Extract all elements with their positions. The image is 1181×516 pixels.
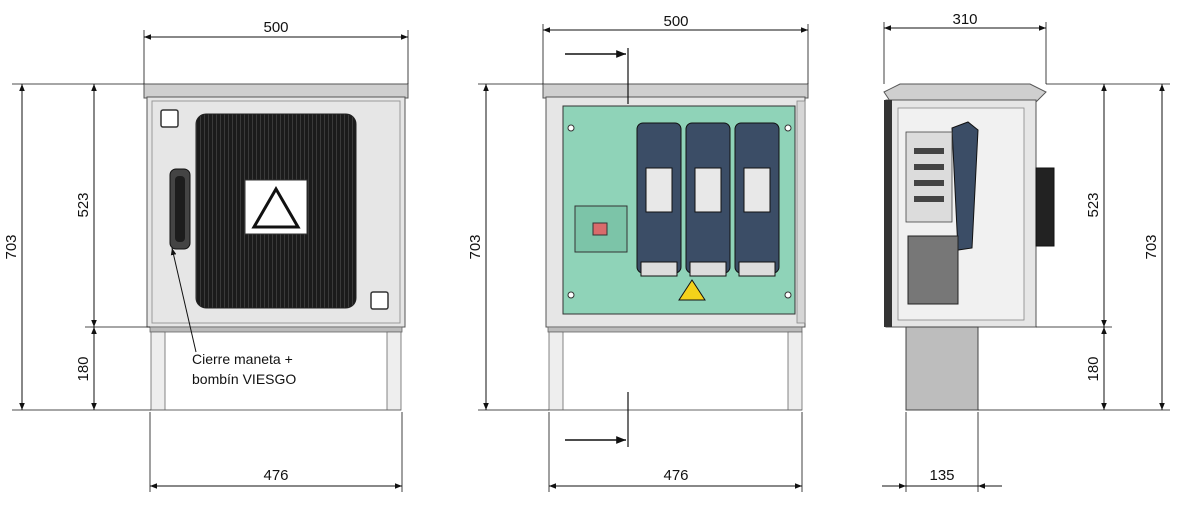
open-top-width-label: 500 [663, 13, 688, 30]
open-cabinet-lid [542, 83, 809, 99]
side-body-height-label: 523 [1085, 192, 1102, 217]
side-fuse-profile [951, 121, 979, 251]
front-bottom-width-label: 476 [263, 467, 288, 484]
side-base-width-label: 135 [929, 467, 954, 484]
side-base-height-label: 180 [1085, 356, 1102, 381]
front-note-line1: Cierre maneta + [192, 351, 293, 367]
open-view: 500 476 703 [467, 13, 809, 492]
open-bottom-width-label: 476 [663, 467, 688, 484]
fuse-base-2 [685, 122, 731, 277]
warning-triangle-icon [251, 186, 301, 229]
front-base-leg-left [150, 331, 166, 411]
side-door-edge [884, 100, 892, 327]
front-base-height-label: 180 [75, 356, 92, 381]
side-terminal-box [907, 235, 959, 305]
side-view: 310 135 523 180 703 [882, 11, 1170, 492]
front-body-height-label: 523 [75, 192, 92, 217]
front-total-height-label: 703 [3, 234, 20, 259]
open-base-leg-left [548, 331, 564, 411]
side-handle [1035, 167, 1055, 247]
side-base [905, 326, 979, 411]
side-total-height-label: 703 [1143, 234, 1160, 259]
fuse-base-3 [734, 122, 780, 277]
front-top-width-label: 500 [263, 19, 288, 36]
front-base-leg-right [386, 331, 402, 411]
open-base-leg-right [787, 331, 803, 411]
fuse-base-1 [636, 122, 682, 277]
corner-square-bottom [370, 291, 389, 310]
corner-square-top [160, 109, 179, 128]
front-cabinet-lid [143, 83, 409, 99]
open-total-height-label: 703 [467, 234, 484, 259]
electrical-hazard-icon [678, 279, 706, 301]
front-note-line2: bombín VIESGO [192, 371, 296, 387]
front-view: Cierre maneta + bombín VIESGO 500 476 70… [3, 19, 409, 492]
side-top-width-label: 310 [952, 11, 977, 28]
